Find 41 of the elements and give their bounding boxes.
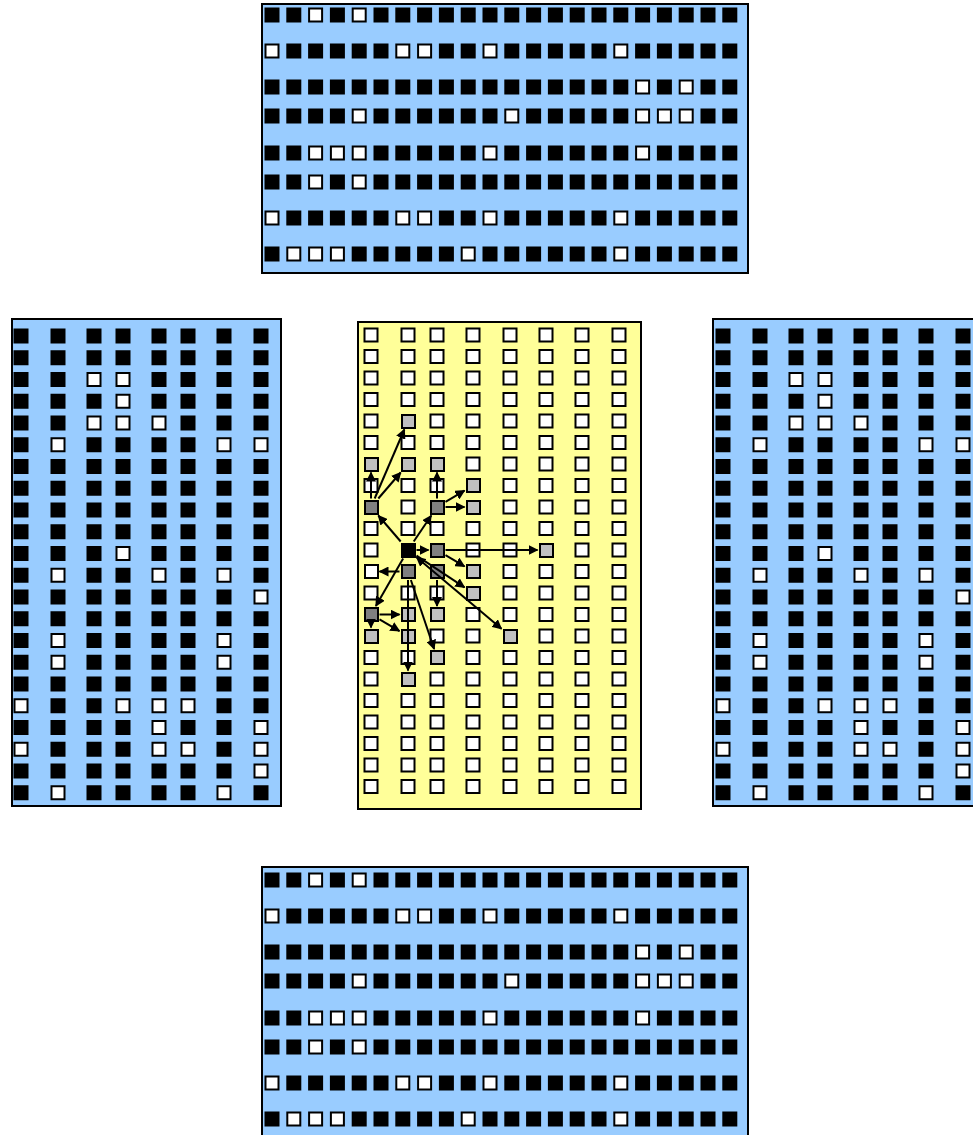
arrow <box>366 618 376 629</box>
arrow <box>432 579 442 607</box>
square-cell <box>429 607 445 622</box>
square-cell <box>363 564 379 579</box>
square-cell <box>465 585 481 601</box>
square-cell <box>400 456 416 472</box>
arrow <box>415 545 430 555</box>
arrow <box>403 579 413 672</box>
square-cell <box>400 542 416 558</box>
arrow <box>444 554 466 568</box>
square-cell <box>363 628 379 644</box>
square-cell <box>400 671 416 687</box>
square-cell <box>429 499 445 515</box>
square-cell <box>429 542 445 558</box>
arrow <box>366 471 376 500</box>
square-cell <box>538 542 554 558</box>
arrow <box>444 545 539 555</box>
square-cell <box>429 650 445 665</box>
square-cell <box>465 564 481 579</box>
square-cell <box>429 456 445 472</box>
square-cell <box>400 413 416 429</box>
arrow <box>409 579 436 650</box>
square-cell <box>363 456 379 472</box>
arrow <box>444 489 466 503</box>
arrow <box>373 428 406 500</box>
arrow <box>378 609 401 620</box>
arrow <box>378 618 401 633</box>
arrow <box>377 514 402 543</box>
arrow <box>378 566 401 577</box>
arrow <box>415 554 466 589</box>
square-cell <box>400 564 416 579</box>
square-cell <box>465 499 481 515</box>
square-cell <box>502 628 518 644</box>
square-cell <box>465 478 481 493</box>
arrow <box>432 471 442 500</box>
arrow <box>444 502 466 512</box>
arrow <box>412 514 433 543</box>
arrow <box>415 556 503 630</box>
square-cell <box>363 499 379 515</box>
arrow <box>374 557 405 607</box>
arrow <box>377 471 402 500</box>
